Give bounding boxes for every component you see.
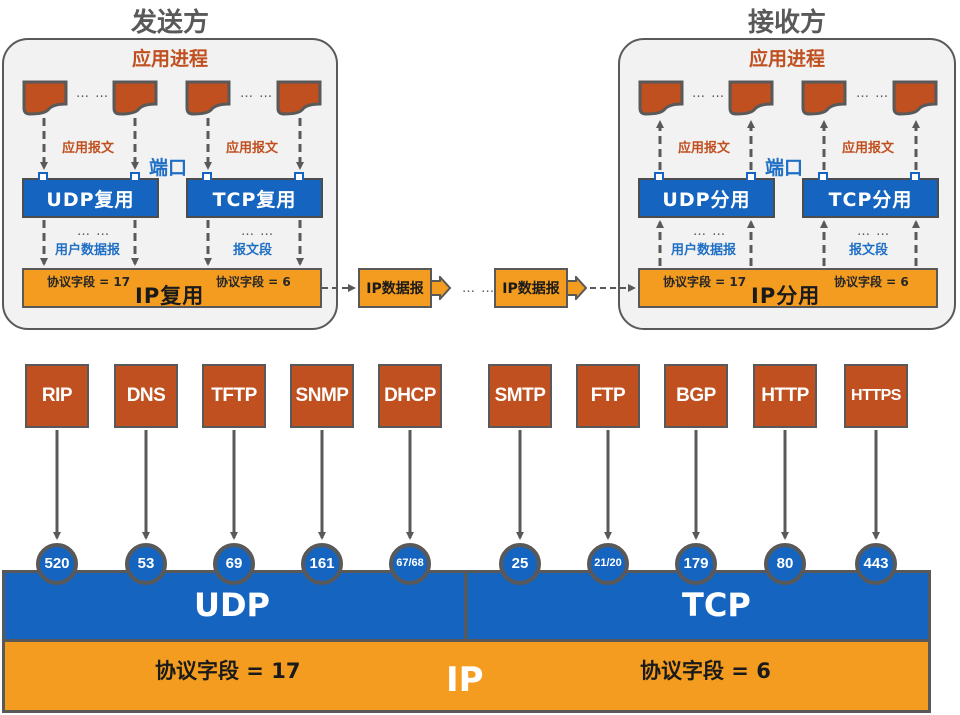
app-protocol-ftp: FTP (576, 364, 640, 428)
ip-layer (2, 639, 931, 713)
app-document-icon (112, 80, 158, 116)
ip-mux-title: IP复用 (135, 284, 205, 308)
port-number-bgp: 179 (675, 543, 717, 585)
udp-demux-box: UDP分用 (638, 178, 775, 218)
ip-datagram-packet: IP数据报 (358, 268, 432, 308)
transit-dots: … … (462, 281, 496, 296)
sender-process-title: 应用进程 (131, 48, 208, 70)
port-number-rip: 520 (36, 543, 78, 585)
port-number-dhcp: 67/68 (389, 543, 431, 585)
doc-dots: … … (240, 86, 274, 101)
protocol-field-udp: 协议字段 = 17 (663, 275, 747, 289)
protocol-field-tcp: 协议字段 = 6 (834, 275, 909, 289)
app-document-icon (185, 80, 231, 116)
port-number-ftp: 21/20 (587, 543, 629, 585)
app-message-label: 应用报文 (842, 141, 895, 156)
app-protocol-snmp: SNMP (290, 364, 354, 428)
tcp-dots: … … (857, 224, 891, 239)
app-document-icon (22, 80, 68, 116)
app-message-label: 应用报文 (678, 141, 731, 156)
app-document-icon (892, 80, 938, 116)
app-message-label: 应用报文 (226, 141, 279, 156)
ip-protocol-field-tcp: 协议字段 = 6 (640, 659, 771, 683)
app-protocol-smtp: SMTP (488, 364, 552, 428)
udp-dots: … … (693, 224, 727, 239)
ip-mux-bar (22, 268, 322, 308)
ip-demux-title: IP分用 (751, 284, 821, 308)
tcp-layer-label: TCP (682, 586, 751, 624)
port-square (654, 172, 664, 182)
protocol-field-udp: 协议字段 = 17 (47, 275, 131, 289)
ip-protocol-field-udp: 协议字段 = 17 (155, 659, 301, 683)
port-label: 端口 (149, 157, 188, 179)
port-square (202, 172, 212, 182)
ip-layer-label: IP (446, 660, 484, 700)
ip-demux-bar (638, 268, 938, 308)
app-protocol-http: HTTP (753, 364, 817, 428)
app-message-label: 应用报文 (62, 141, 115, 156)
udp-layer-label: UDP (194, 586, 270, 624)
tcp-dots: … … (241, 224, 275, 239)
port-number-dns: 53 (125, 543, 167, 585)
arrow-right-icon (430, 276, 452, 300)
doc-dots: … … (692, 86, 726, 101)
app-document-icon (801, 80, 847, 116)
udp-mux-box: UDP复用 (22, 178, 159, 218)
doc-dots: … … (856, 86, 890, 101)
port-square (910, 172, 920, 182)
udp-dots: … … (77, 224, 111, 239)
app-protocol-rip: RIP (25, 364, 89, 428)
port-square (130, 172, 140, 182)
arrow-right-icon (566, 276, 588, 300)
port-number-smtp: 25 (499, 543, 541, 585)
port-number-snmp: 161 (301, 543, 343, 585)
app-protocol-bgp: BGP (664, 364, 728, 428)
tcp-segment-label: 报文段 (233, 243, 273, 258)
port-square (746, 172, 756, 182)
app-protocol-tftp: TFTP (202, 364, 266, 428)
port-label: 端口 (765, 157, 804, 179)
port-square (294, 172, 304, 182)
tcp-demux-box: TCP分用 (802, 178, 939, 218)
port-square (38, 172, 48, 182)
doc-dots: … … (76, 86, 110, 101)
tcp-segment-label: 报文段 (849, 243, 889, 258)
app-protocol-dns: DNS (114, 364, 178, 428)
app-document-icon (728, 80, 774, 116)
receiver-process-title: 应用进程 (748, 48, 825, 70)
ip-datagram-packet: IP数据报 (494, 268, 568, 308)
app-document-icon (638, 80, 684, 116)
protocol-field-tcp: 协议字段 = 6 (216, 275, 291, 289)
tcp-mux-box: TCP复用 (186, 178, 323, 218)
port-number-tftp: 69 (213, 543, 255, 585)
port-number-https: 443 (855, 543, 897, 585)
udp-datagram-label: 用户数据报 (671, 243, 737, 258)
app-document-icon (276, 80, 322, 116)
port-square (818, 172, 828, 182)
port-number-http: 80 (764, 543, 806, 585)
sender-title: 发送方 (130, 8, 209, 38)
receiver-title: 接收方 (747, 8, 826, 38)
app-protocol-dhcp: DHCP (378, 364, 442, 428)
app-protocol-https: HTTPS (844, 364, 908, 428)
udp-datagram-label: 用户数据报 (55, 243, 121, 258)
